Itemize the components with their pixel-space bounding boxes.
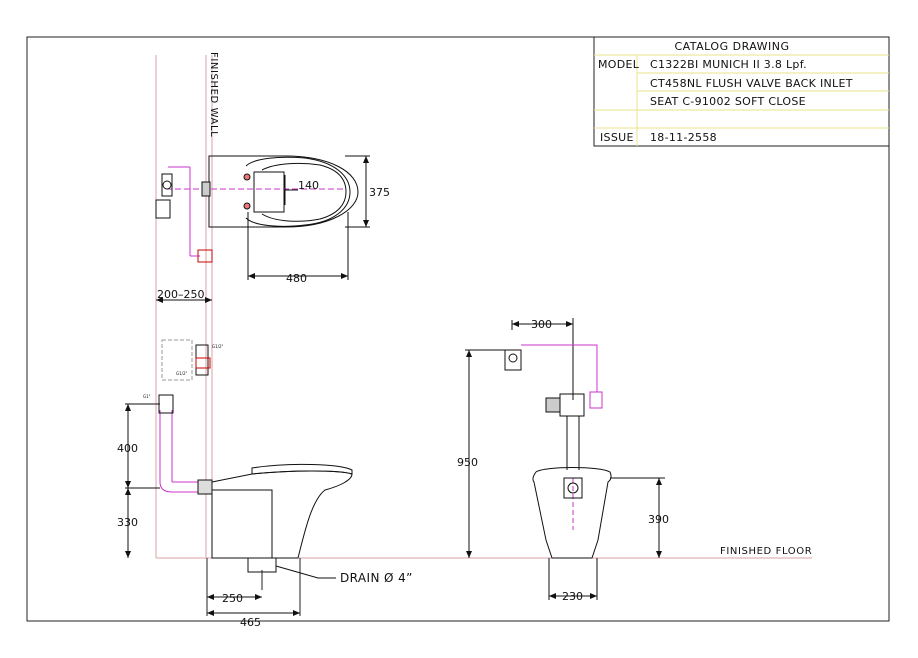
fitting-label-g1-b: G1/2" <box>176 371 188 376</box>
front-view <box>465 318 665 600</box>
model-line-3: SEAT C-91002 SOFT CLOSE <box>650 95 806 108</box>
title-block: CATALOG DRAWING MODEL C1322BI MUNICH II … <box>593 36 890 147</box>
dim-drain-offset: 250 <box>222 592 243 605</box>
model-line-2: CT458NL FLUSH VALVE BACK INLET <box>650 77 853 90</box>
dim-top-length: 480 <box>286 272 307 285</box>
dim-wall-gap: 200–250 <box>157 288 205 301</box>
dim-bowl-height: 390 <box>648 513 669 526</box>
dim-valve-offset: 300 <box>531 318 552 331</box>
title-block-heading: CATALOG DRAWING <box>674 40 789 53</box>
finished-wall-label: FINISHED WALL <box>208 52 219 137</box>
finished-floor-label: FINISHED FLOOR <box>720 546 812 557</box>
dim-drain-height: 330 <box>117 516 138 529</box>
issue-label: ISSUE <box>600 131 634 144</box>
model-label: MODEL <box>598 58 640 71</box>
dim-seat-spacing: 140 <box>298 179 319 192</box>
side-view-bowl <box>211 470 353 559</box>
drain-label: DRAIN Ø 4” <box>340 571 413 585</box>
front-view-bowl <box>532 467 612 559</box>
dim-inlet-height: 400 <box>117 442 138 455</box>
fitting-label-g1-c: G1" <box>143 394 151 399</box>
side-view <box>125 297 353 616</box>
top-view-seat <box>245 156 351 227</box>
dim-valve-height: 950 <box>457 456 478 469</box>
dim-top-width: 375 <box>369 186 390 199</box>
top-view <box>155 155 370 280</box>
dim-base-width: 230 <box>562 590 583 603</box>
sheet-frame <box>26 36 890 622</box>
fitting-label-g1-a: G1/2" <box>212 344 224 349</box>
dim-side-depth: 465 <box>240 616 261 629</box>
issue-value: 18-11-2558 <box>650 131 717 144</box>
top-view-bowl-outline <box>208 155 359 228</box>
inlet-fitting-icon <box>197 249 213 263</box>
model-line-1: C1322BI MUNICH II 3.8 Lpf. <box>650 58 807 71</box>
